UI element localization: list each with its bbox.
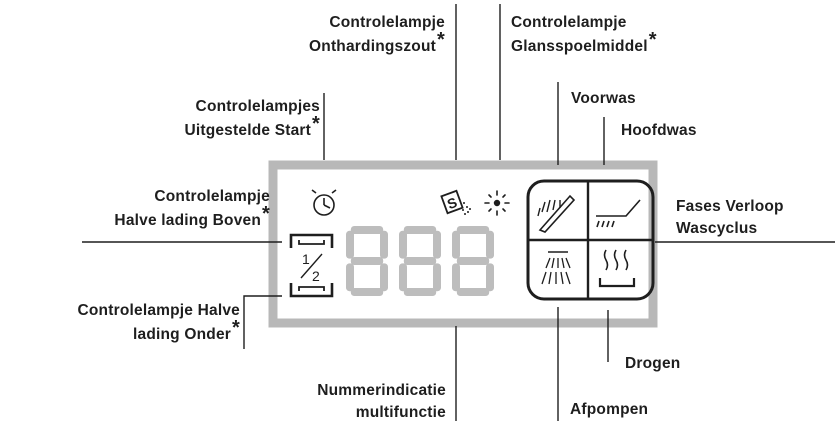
segment-d bbox=[403, 288, 437, 296]
drying-icon bbox=[598, 249, 636, 288]
segment-c bbox=[380, 263, 388, 292]
digit-2 bbox=[399, 226, 441, 296]
segment-d bbox=[456, 288, 490, 296]
digit-3 bbox=[452, 226, 494, 296]
rinse-aid-icon bbox=[484, 190, 510, 216]
alarm-clock-icon bbox=[311, 189, 337, 216]
half-load-icon bbox=[289, 233, 334, 298]
segment-g bbox=[456, 257, 490, 265]
segment-e bbox=[452, 263, 460, 292]
segment-f bbox=[399, 230, 407, 259]
pumping-icon bbox=[541, 251, 571, 285]
segment-a bbox=[403, 226, 437, 234]
label-half-load-top: Controlelampje Halve lading Boven* bbox=[114, 188, 270, 229]
label-delayed-start: Controlelampjes Uitgestelde Start* bbox=[184, 98, 320, 139]
label-phases: Fases Verloop Wascyclus bbox=[676, 198, 784, 237]
label-half-load-bottom: Controlelampje Halve lading Onder* bbox=[77, 302, 240, 343]
label-pumping: Afpompen bbox=[570, 401, 649, 418]
segment-e bbox=[346, 263, 354, 292]
digit-1 bbox=[346, 226, 388, 296]
segment-f bbox=[346, 230, 354, 259]
segment-g bbox=[403, 257, 437, 265]
half-denominator: 2 bbox=[312, 268, 320, 284]
segment-b bbox=[433, 230, 441, 259]
half-numerator: 1 bbox=[302, 251, 310, 267]
segment-f bbox=[452, 230, 460, 259]
label-prewash: Voorwas bbox=[571, 90, 636, 107]
half-load-top-basket bbox=[289, 233, 334, 248]
mainwash-icon bbox=[596, 199, 641, 228]
segment-b bbox=[486, 230, 494, 259]
label-rinse-aid: Controlelampje Glansspoelmiddel* bbox=[511, 14, 657, 55]
leader-half-bottom bbox=[243, 295, 282, 349]
segment-g bbox=[350, 257, 384, 265]
segment-d bbox=[350, 288, 384, 296]
label-mainwash: Hoofdwas bbox=[621, 122, 697, 139]
segment-a bbox=[350, 226, 384, 234]
label-number-indicator: Nummerindicatie multifunctie bbox=[317, 382, 446, 421]
label-softener: Controlelampje Onthardingszout* bbox=[309, 14, 445, 55]
segment-a bbox=[456, 226, 490, 234]
segment-c bbox=[433, 263, 441, 292]
half-load-bottom-basket bbox=[289, 283, 334, 298]
prewash-icon bbox=[537, 194, 576, 233]
seven-segment-display bbox=[346, 226, 494, 296]
segment-b bbox=[380, 230, 388, 259]
segment-e bbox=[399, 263, 407, 292]
label-drying: Drogen bbox=[625, 355, 681, 372]
display-panel-frame bbox=[268, 160, 658, 328]
phase-indicator-box bbox=[526, 179, 655, 301]
segment-c bbox=[486, 263, 494, 292]
